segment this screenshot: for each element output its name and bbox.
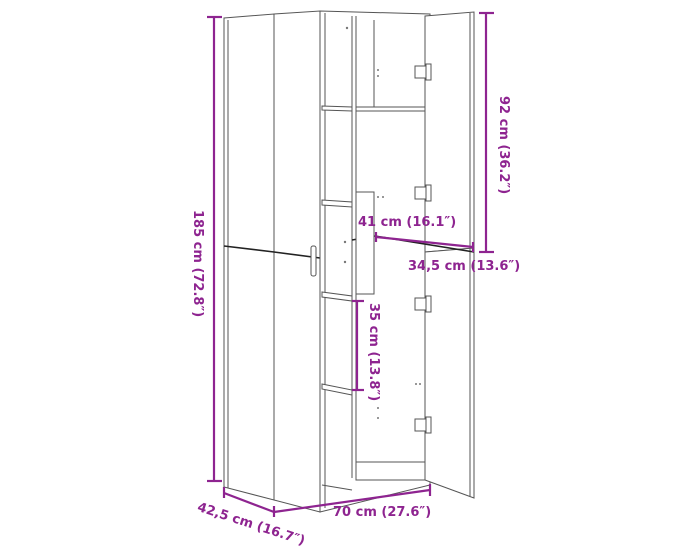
inner-width-label: 41 cm (16.1″) <box>358 215 457 230</box>
hinge-icon <box>414 295 432 313</box>
door-handle <box>310 245 317 277</box>
total-height-label: 185 cm (72.8″) <box>190 210 205 318</box>
dimension-lines <box>207 11 494 517</box>
upper-door-height-label: 92 cm (36.2″) <box>496 96 511 195</box>
hinge-icon <box>414 416 432 434</box>
shelf-gap-label: 35 cm (13.8″) <box>366 303 381 402</box>
width-label: 70 cm (27.6″) <box>333 505 432 520</box>
right-open-doors <box>374 11 475 499</box>
inner-depth-label: 34,5 cm (13.6″) <box>408 259 521 274</box>
hinge-icon <box>414 63 432 81</box>
hinge-icon <box>414 184 432 202</box>
left-closed-doors <box>223 10 321 513</box>
